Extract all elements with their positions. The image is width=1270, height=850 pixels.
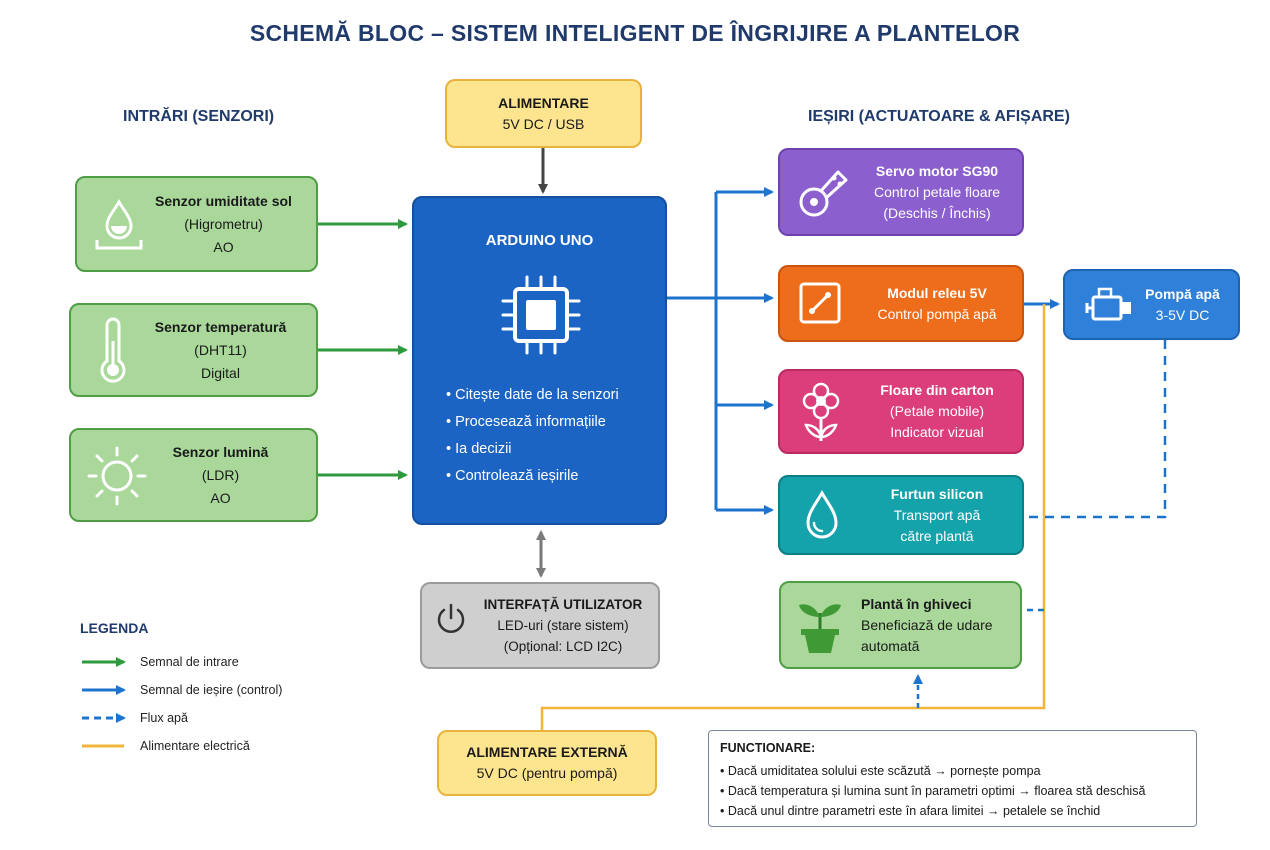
functioning-item: • Dacă umiditatea solului este scăzută →… [720,764,1041,778]
input-name: Senzor umiditate sol [155,192,292,209]
ui-line1: LED-uri (stare sistem) [497,618,629,633]
output-box-servo: Servo motor SG90 Control petale floare (… [778,148,1024,236]
arduino-bullet: • Citește date de la senzori [446,387,619,403]
power-icon [437,603,465,633]
input-detail: (LDR) [201,466,240,483]
input-name: Senzor lumină [172,443,269,460]
output-name: Modul releu 5V [887,284,987,301]
water-drop-sensor-icon [95,199,143,250]
water-drop-icon [806,490,838,539]
output-box-hose: Furtun silicon Transport apă către plant… [778,475,1024,555]
legend-item-power: Alimentare electrică [140,739,250,753]
input-type: Digital [201,364,240,381]
output-line2: (Deschis / Închis) [883,204,991,221]
pump-name: Pompă apă [1145,285,1220,302]
functioning-title: FUNCTIONARE: [720,741,816,755]
input-type: AO [213,238,234,255]
ui-line2: (Opțional: LCD I2C) [503,639,623,654]
thermometer-icon [100,317,126,383]
potted-plant-icon [799,604,841,653]
pump-box: Pompă apă 3-5V DC [1063,269,1240,340]
legend-item-output: Semnal de ieșire (control) [140,683,283,697]
output-name: Floare din carton [880,382,994,398]
ui-title: INTERFAȚĂ UTILIZATOR [483,597,643,612]
power-title: ALIMENTARE [498,94,589,111]
sun-icon [87,446,147,506]
flower-icon [802,382,840,441]
output-name: Furtun silicon [890,485,984,502]
arduino-bullet: • Ia decizii [446,441,512,457]
input-detail: (Higrometru) [184,215,263,232]
arduino-uno-box: ARDUINO UNO • Citește date de la senzori… [412,196,667,525]
pump-icon [1085,287,1131,321]
input-box-soil-moisture: Senzor umiditate sol (Higrometru) AO [75,176,318,272]
functioning-item: • Dacă temperatura și lumina sunt în par… [720,784,1146,798]
output-box-relay: Modul releu 5V Control pompă apă [778,265,1024,342]
output-line1: Control pompă apă [877,305,997,322]
input-box-temperature: Senzor temperatură (DHT11) Digital [69,303,318,397]
arduino-function-list: • Citește date de la senzori • Proceseaz… [446,382,619,490]
relay-icon [799,282,841,324]
output-line2: Indicator vizual [890,424,984,440]
power-value: 5V DC / USB [502,115,585,132]
arduino-bullet: • Procesează informațiile [446,414,606,430]
legend-title: LEGENDA [80,620,149,636]
output-box-flower: Floare din carton (Petale mobile) Indica… [778,369,1024,454]
external-power-title: ALIMENTARE EXTERNĂ [466,744,628,760]
input-detail: (DHT11) [194,341,247,358]
functioning-item: • Dacă unul dintre parametri este în afa… [720,804,1101,818]
arduino-title: ARDUINO UNO [485,232,594,249]
water-flow-pump-to-hose [1024,340,1167,519]
legend-item-input: Semnal de intrare [140,655,239,669]
output-line1: Control petale floare [873,183,1001,200]
legend-item-water: Flux apă [140,711,188,725]
input-name: Senzor temperatură [154,318,287,335]
arduino-bullet: • Controlează ieșirile [446,468,579,484]
external-power-value: 5V DC (pentru pompă) [476,765,618,781]
external-power-box: ALIMENTARE EXTERNĂ 5V DC (pentru pompă) [437,730,657,796]
functioning-box: FUNCTIONARE: • Dacă umiditatea solului e… [708,730,1197,827]
plant-line1: Beneficiază de udare [861,616,993,633]
output-line2: către plantă [900,527,974,544]
output-line1: (Petale mobile) [889,403,985,419]
output-name: Servo motor SG90 [875,162,999,179]
plant-box: Plantă în ghiveci Beneficiază de udare a… [779,581,1022,669]
plant-line2: automată [861,637,920,654]
output-line1: Transport apă [893,506,981,523]
chip-icon [501,275,581,355]
external-power-line [540,304,1046,732]
pump-value: 3-5V DC [1155,306,1210,323]
user-interface-box: INTERFAȚĂ UTILIZATOR LED-uri (stare sist… [420,582,660,669]
inputs-section-title: INTRĂRI (SENZORI) [123,108,275,125]
plant-name: Plantă în ghiveci [861,595,972,612]
output-bus [666,192,718,510]
input-box-light: Senzor lumină (LDR) AO [69,428,318,522]
diagram-title: SCHEMĂ BLOC – SISTEM INTELIGENT DE ÎNGRI… [249,20,1021,46]
outputs-section-title: IEȘIRI (ACTUATOARE & AFIȘARE) [808,108,1070,125]
power-supply-box: ALIMENTARE 5V DC / USB [445,79,642,148]
servo-icon [799,170,848,217]
input-type: AO [210,489,231,506]
